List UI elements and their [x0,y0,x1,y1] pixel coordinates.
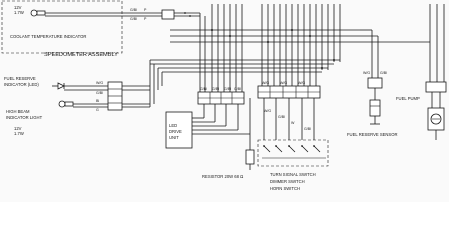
connector-b: W/G W/G W/G [257,81,321,99]
fuel-indicator-tag-1: W/G [96,81,103,85]
high-beam-wattage: 1.7W [14,131,24,136]
connector-a-tag-3: G/Bl [224,87,231,91]
switch-tag-2: G/Bl [278,115,285,119]
led-drive-unit-label-3: UNIT [169,135,179,140]
high-beam-indicator: HIGH BEAM INDICATOR LIGHT 12V 1.7W Bl G [6,99,108,136]
left-connector [107,81,150,111]
sensor-connector [367,77,383,89]
switch-assembly: W/G G/Bl W G/Bl TURN SIGNAL SWITCH DIMME… [257,98,329,191]
fuel-reserve-sensor-icon [369,99,381,117]
fuel-reserve-indicator-label-2: INDICATOR (LED) [4,82,39,87]
fuel-reserve-sensor-label: FUEL RESERVE SENSOR [347,132,398,137]
resistor: RESISTOR 20W 68 Ω [202,149,255,179]
switch-tag-4: G/Bl [304,127,311,131]
led-drive-wiring [192,98,251,150]
fuel-pump-label: FUEL PUMP [396,96,420,101]
connector-a: G/Bl G/Bl G/Bl G/Bl [197,87,245,105]
high-beam-bulb-icon [58,100,74,108]
coolant-pin-tag-2: P [144,17,147,21]
resistor-label: RESISTOR 20W 68 Ω [202,174,243,179]
wire-bus [149,4,360,107]
coolant-indicator-label: COOLANT TEMPERATURE INDICATOR [10,34,86,39]
resistor-icon [245,149,255,165]
high-beam-label-2: INDICATOR LIGHT [6,115,43,120]
switch-assembly-outline [257,139,329,167]
high-beam-tag-1: Bl [96,99,99,103]
wiring-diagram: 12V 1.7W G/Bl G/Bl P P COOLANT TEMPERATU… [1,0,447,191]
coolant-bulb-voltage: 12V [14,5,22,10]
sensor-tag-2: G/Bl [380,71,387,75]
speedometer-assembly: 12V 1.7W G/Bl G/Bl P P COOLANT TEMPERATU… [1,0,162,58]
fuel-reserve-indicator-label-1: FUEL RESERVE [4,76,36,81]
connector-a-tag-2: G/Bl [212,87,219,91]
speedometer-assembly-outline [1,0,123,54]
connector-a-tag-1: G/Bl [200,87,207,91]
fuel-pump: FUEL PUMP [360,4,447,140]
coolant-wire-tag-1: G/Bl [130,8,137,12]
fuel-reserve-indicator: FUEL RESERVE INDICATOR (LED) W/G G/Bl [4,76,108,95]
wiring-diagram-svg: 12V 1.7W G/Bl G/Bl P P COOLANT TEMPERATU… [1,0,447,191]
fuel-indicator-tag-2: G/Bl [96,91,103,95]
high-beam-tag-2: G [96,108,99,112]
coolant-connector [161,9,200,20]
switch-tag-1: W/G [264,109,271,113]
fuel-reserve-sensor: W/G G/Bl FUEL RESERVE SENSOR [347,29,398,137]
connector-a-tag-4: G/Bl [234,87,241,91]
horn-switch-label: HORN SWITCH [270,186,300,191]
switch-tag-3: W [291,121,295,125]
high-beam-label-1: HIGH BEAM [6,109,30,114]
coolant-wire-tag-2: G/Bl [130,17,137,21]
high-beam-voltage: 12V [14,126,22,131]
sensor-tag-1: W/G [363,71,370,75]
coolant-bulb-wattage: 1.7W [14,10,24,15]
connector-b-tag-1: W/G [262,81,269,85]
led-icon [57,82,65,90]
coolant-bulb-icon [30,9,46,17]
connector-b-tag-3: W/G [298,81,305,85]
led-drive-unit-label-2: DRIVE [169,129,182,134]
coolant-pin-tag-1: P [144,8,147,12]
connector-b-tag-2: W/G [280,81,287,85]
speedometer-assembly-label: SPEEDOMETER ASSEMBLY [44,52,118,58]
fuel-pump-connector [425,81,447,93]
fuel-pump-icon [427,107,445,131]
turn-signal-switch-label: TURN SIGNAL SWITCH [270,172,316,177]
led-drive-unit: LED DRIVE UNIT [165,111,193,149]
dimmer-switch-label: DIMMER SWITCH [270,179,305,184]
led-drive-unit-label-1: LED [169,123,177,128]
